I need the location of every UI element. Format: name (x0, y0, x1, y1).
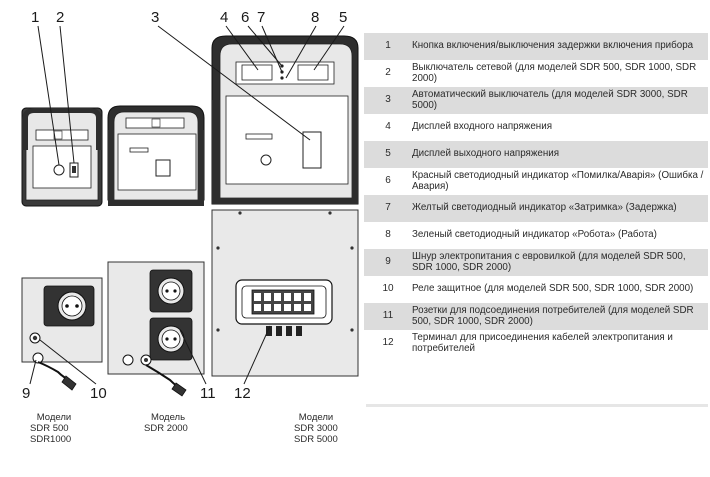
legend-number: 5 (385, 148, 391, 160)
legend-text: Реле защитное (для моделей SDR 500, SDR … (412, 283, 694, 295)
callout-7: 7 (257, 9, 266, 26)
legend-number: 9 (385, 256, 391, 268)
legend-table: 1 Кнопка включения/выключения задержки вк… (364, 33, 708, 357)
callout-10: 10 (90, 385, 107, 402)
model-caption-line: SDR 2000 (144, 423, 188, 434)
legend-text: Красный светодиодный индикатор «Помилка/… (412, 170, 704, 192)
legend-number: 8 (385, 229, 391, 241)
legend-text: Автоматический выключатель (для моделей … (412, 89, 688, 111)
model-caption-title: Модели (36, 412, 72, 423)
model-caption-line: SDR 5000 (294, 434, 338, 445)
callout-9: 9 (22, 385, 31, 402)
legend-text: Розетки для подсоединения потребителей (… (412, 305, 694, 327)
legend-number: 6 (385, 175, 391, 187)
legend-text: Шнур электропитания с евровилкой (для мо… (412, 251, 686, 273)
front-medium-unit (107, 105, 205, 206)
legend-number: 12 (382, 337, 394, 349)
legend-row: 2 Выключатель сетевой (для моделей SDR 50… (364, 60, 708, 87)
legend-number: 2 (385, 67, 391, 79)
callout-4: 4 (220, 9, 229, 26)
legend-number: 11 (382, 310, 394, 322)
legend-row: 1 Кнопка включения/выключения задержки вк… (364, 33, 708, 60)
model-caption-line: SDR 500 (30, 423, 69, 434)
legend-number: 7 (385, 202, 391, 214)
callout-3: 3 (151, 9, 160, 26)
legend-divider (366, 404, 708, 407)
legend-row: 5 Дисплей выходного напряжения (364, 141, 708, 168)
legend-row: 4 Дисплей входного напряжения (364, 114, 708, 141)
back-small-unit (21, 277, 103, 391)
legend-text: Зеленый светодиодный индикатор «Робота» … (412, 229, 657, 241)
legend-row: 7 Желтый светодиодный индикатор «Затримка… (364, 195, 708, 222)
model-caption-left: Модели SDR 500 SDR1000 (30, 412, 78, 445)
callout-11: 11 (200, 385, 216, 402)
legend-number: 1 (385, 40, 391, 52)
legend-text: Желтый светодиодный индикатор «Затримка»… (412, 202, 677, 214)
callout-12: 12 (234, 385, 251, 402)
legend-text: Выключатель сетевой (для моделей SDR 500… (412, 62, 697, 84)
callout-8: 8 (311, 9, 320, 26)
legend-row: 10 Реле защитное (для моделей SDR 500, SD… (364, 276, 708, 303)
model-caption-middle: Модель SDR 2000 (144, 412, 192, 434)
legend-text: Терминал для присоединения кабелей элект… (412, 332, 673, 354)
back-medium-unit (107, 261, 205, 397)
legend-text: Дисплей выходного напряжения (412, 148, 560, 160)
callout-2: 2 (56, 9, 65, 26)
legend-text: Кнопка включения/выключения задержки вкл… (412, 40, 694, 52)
legend-row: 9 Шнур электропитания с евровилкой (для м… (364, 249, 708, 276)
model-caption-line: SDR 3000 (294, 423, 338, 434)
legend-row: 12 Терминал для присоединения кабелей эле… (364, 330, 708, 357)
back-large-unit (211, 209, 359, 377)
legend-number: 3 (385, 94, 391, 106)
model-caption-title: Модели (298, 412, 334, 423)
front-large-unit (211, 35, 359, 205)
callout-5: 5 (339, 9, 348, 26)
callout-6: 6 (241, 9, 250, 26)
legend-row: 3 Автоматический выключатель (для моделей… (364, 87, 708, 114)
callout-1: 1 (31, 9, 40, 26)
legend-number: 4 (385, 121, 391, 133)
model-caption-title: Модель (150, 412, 186, 423)
model-caption-right: Модели SDR 3000 SDR 5000 (294, 412, 338, 445)
front-small-unit (21, 107, 103, 207)
legend-row: 11 Розетки для подсоединения потребителей… (364, 303, 708, 330)
legend-number: 10 (382, 283, 394, 295)
leader-lines (29, 25, 345, 385)
legend-row: 8 Зеленый светодиодный индикатор «Робота»… (364, 222, 708, 249)
legend-text: Дисплей входного напряжения (412, 121, 552, 133)
legend-row: 6 Красный светодиодный индикатор «Помилка… (364, 168, 708, 195)
model-caption-line: SDR1000 (30, 434, 72, 445)
